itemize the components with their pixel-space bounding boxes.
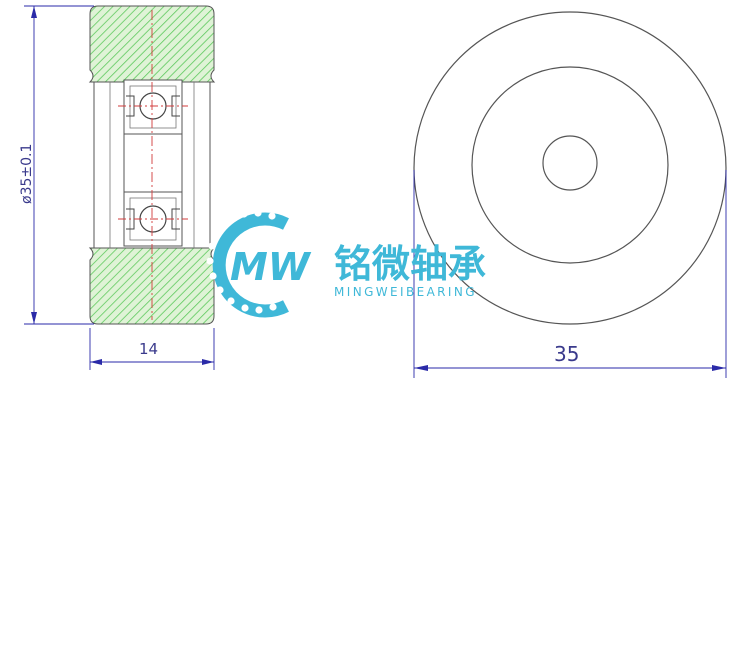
side-width-label: 14 (139, 340, 158, 358)
bore-circle (542, 135, 598, 191)
front-view (413, 11, 727, 325)
upper-tyre-section (88, 5, 216, 83)
side-diameter-label: ø35±0.1 (19, 144, 35, 204)
side-diameter-dimension: ø35±0.1 (19, 5, 94, 325)
brand-watermark: MW 铭微轴承 MINGWEIBEARING (206, 209, 486, 318)
upper-bearing (123, 79, 183, 135)
brand-logo-icon (206, 209, 289, 318)
middle-circle (471, 66, 669, 264)
side-section-view (88, 5, 216, 325)
brand-name-cn: 铭微轴承 (334, 242, 486, 286)
front-diameter-dimension: 35 (413, 170, 727, 378)
front-diameter-label: 35 (554, 342, 579, 366)
brand-logo-mark: MW (230, 245, 312, 289)
outer-circle (413, 11, 727, 325)
brand-name-en: MINGWEIBEARING (334, 285, 477, 299)
side-width-dimension: 14 (89, 328, 215, 370)
